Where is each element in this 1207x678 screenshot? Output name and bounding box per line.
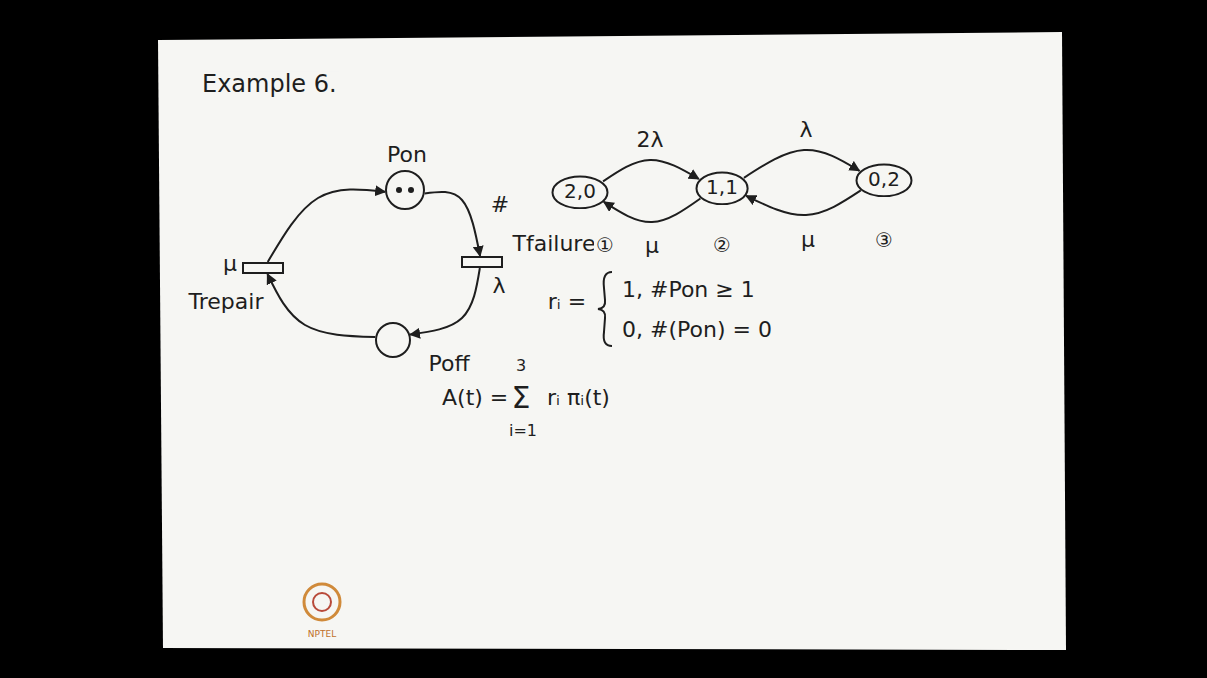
formula-text: rᵢ πᵢ(t)	[545, 385, 612, 410]
formula-text: 1, #Pon ≥ 1	[620, 277, 757, 302]
node-heading: Tfailure	[511, 231, 598, 256]
node-text: 0,2	[868, 168, 900, 191]
arc-connector	[744, 150, 859, 178]
edge-label: μ	[799, 227, 817, 252]
formula-text: 0, #(Pon) = 0	[620, 317, 774, 342]
logo-ring	[304, 584, 340, 620]
logo-text: NPTEL	[306, 629, 338, 639]
curly-brace	[598, 272, 612, 346]
arc-connector	[410, 268, 480, 335]
ellipse-outline	[696, 172, 747, 204]
arc-connector	[603, 160, 699, 181]
ellipse-outline	[857, 164, 912, 196]
edge-label: 2λ	[634, 127, 665, 152]
transition-bar: Tfailure	[461, 256, 503, 268]
edge-label: λ	[797, 117, 814, 142]
place-circle: Pon	[385, 170, 425, 210]
node-text: 1,1	[706, 176, 738, 199]
arc-connector	[267, 274, 375, 337]
node-heading: Poff	[426, 351, 471, 376]
rate-label: λ	[490, 273, 507, 298]
transition-bar: Trepair	[242, 262, 284, 274]
token-dot	[396, 187, 402, 193]
formula-text: rᵢ =	[546, 289, 588, 314]
state-ellipse: 0,2	[855, 163, 913, 198]
rate-label: μ	[221, 251, 239, 276]
ellipse-outline	[553, 176, 608, 208]
state-number: ②	[711, 234, 733, 257]
arc-connector	[604, 198, 701, 222]
edge-label: #	[489, 192, 511, 217]
arc-connector	[746, 190, 861, 215]
example-title: Example 6.	[200, 71, 339, 99]
node-heading: Pon	[385, 142, 429, 167]
node-text: 2,0	[564, 180, 596, 203]
state-number: ③	[873, 229, 895, 252]
state-ellipse: 1,1	[695, 171, 749, 206]
paper-sheet	[158, 32, 1066, 650]
sum-limit: i=1	[507, 422, 539, 440]
place-circle: Poff	[375, 322, 411, 358]
logo-inner	[313, 593, 331, 611]
edge-label: μ	[643, 233, 661, 258]
formula-text: A(t) =	[440, 385, 510, 410]
token-dot	[408, 187, 414, 193]
state-ellipse: 2,0	[551, 175, 609, 210]
sum-symbol: Σ	[510, 381, 533, 416]
arc-connector	[425, 192, 480, 256]
node-heading: Trepair	[187, 289, 266, 314]
arc-connector	[268, 189, 385, 262]
sum-limit: 3	[514, 357, 528, 375]
state-number: ①	[594, 234, 616, 257]
